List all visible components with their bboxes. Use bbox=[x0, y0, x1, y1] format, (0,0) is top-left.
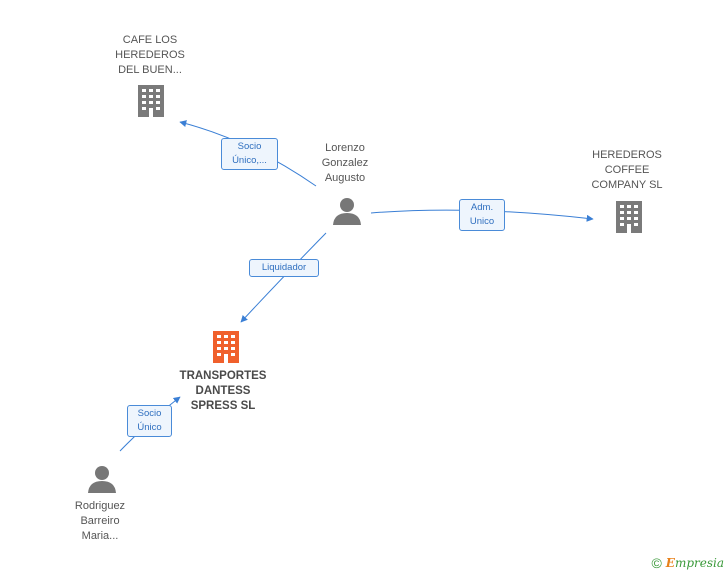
person-icon[interactable] bbox=[87, 465, 117, 493]
building-icon-main[interactable] bbox=[210, 329, 242, 365]
edge-label-liquidador[interactable]: Liquidador bbox=[249, 259, 319, 277]
footer-brand: © Empresia bbox=[651, 555, 724, 571]
main-company-node-label[interactable]: TRANSPORTES DANTESS SPRESS SL bbox=[179, 370, 267, 412]
person-node-label[interactable]: Rodriguez Barreiro Maria... bbox=[74, 500, 126, 542]
company-node-label[interactable]: CAFE LOS HEREDEROS DEL BUEN... bbox=[115, 34, 185, 76]
copyright-icon: © bbox=[651, 555, 662, 571]
company-node-label[interactable]: HEREDEROS COFFEE COMPANY SL bbox=[591, 149, 663, 191]
edge-label-socio-unico[interactable]: Socio Único,... bbox=[221, 138, 278, 170]
edge-label-socio-unico[interactable]: Socio Único bbox=[127, 405, 172, 437]
building-icon[interactable] bbox=[613, 199, 645, 235]
edge-label-adm-unico[interactable]: Adm. Unico bbox=[459, 199, 505, 231]
brand-logo: Empresia bbox=[665, 556, 724, 570]
building-icon[interactable] bbox=[135, 83, 167, 119]
person-node-label[interactable]: Lorenzo Gonzalez Augusto bbox=[321, 142, 369, 184]
person-icon[interactable] bbox=[332, 197, 362, 225]
edge-lorenzo-to-transportes bbox=[240, 232, 327, 323]
